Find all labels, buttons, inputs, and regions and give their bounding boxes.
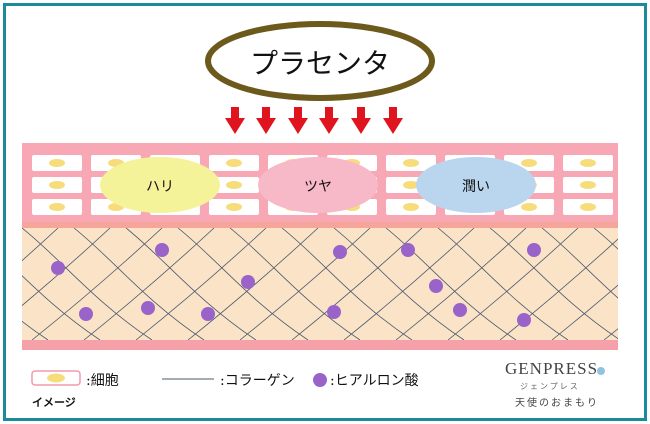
hyaluronic-dot	[327, 305, 341, 319]
cell-nucleus	[403, 203, 419, 211]
dermis-top-band	[22, 222, 618, 228]
cell-nucleus	[521, 203, 537, 211]
cell-nucleus	[226, 181, 242, 189]
cell-nucleus	[226, 159, 242, 167]
logo-name: GENPRESS	[505, 359, 599, 378]
legend-hyaluronic-label: :ヒアルロン酸	[330, 373, 419, 389]
collagen-fiber	[135, 228, 267, 340]
collagen-fiber	[239, 228, 371, 340]
collagen-fiber	[395, 228, 527, 340]
cell-nucleus	[403, 159, 419, 167]
hyaluronic-dot	[401, 243, 415, 257]
collagen-fiber	[593, 228, 618, 250]
down-arrow-icon	[256, 107, 276, 134]
down-arrow-icon	[225, 107, 245, 134]
arrow-group	[225, 107, 403, 134]
collagen-fiber	[31, 228, 163, 340]
hyaluronic-dot	[141, 301, 155, 315]
collagen-fiber	[551, 284, 618, 340]
cell-nucleus	[580, 159, 596, 167]
caption-text: イメージ	[32, 396, 76, 409]
collagen-fiber	[291, 228, 423, 340]
collagen-fiber	[177, 228, 309, 340]
collagen-fiber	[22, 228, 153, 340]
cell-nucleus	[49, 203, 65, 211]
effect-bubble-hari	[100, 157, 220, 213]
collagen-fiber	[0, 228, 6, 340]
collagen-fiber	[499, 238, 618, 340]
collagen-fiber	[22, 228, 59, 262]
effect-bubble-tsuya	[258, 157, 378, 213]
collagen-fiber	[447, 228, 579, 340]
collagen-fiber	[281, 228, 413, 340]
hyaluronic-dots	[51, 243, 541, 327]
collagen-fiber	[489, 228, 618, 340]
collagen-fibers	[0, 228, 650, 340]
hyaluronic-dot	[517, 313, 531, 327]
legend-hyaluronic-dot	[313, 373, 327, 387]
cell-nucleus	[226, 203, 242, 211]
down-arrow-icon	[351, 107, 371, 134]
hyaluronic-dot	[333, 245, 347, 259]
collagen-fiber	[83, 228, 215, 340]
effect-label-tsuya: ツヤ	[304, 179, 332, 195]
cell-nucleus	[521, 159, 537, 167]
down-arrow-icon	[383, 107, 403, 134]
dermis-bottom-band	[22, 340, 618, 350]
collagen-fiber	[646, 228, 650, 340]
title-text: プラセンタ	[249, 47, 390, 80]
collagen-fiber	[385, 228, 517, 340]
legend-collagen-label: :コラーゲン	[220, 373, 295, 389]
collagen-fiber	[22, 320, 49, 340]
cell-nucleus	[403, 181, 419, 189]
hyaluronic-dot	[155, 243, 169, 257]
legend-cell-label: :細胞	[86, 373, 119, 389]
cell-nucleus	[49, 159, 65, 167]
collagen-fiber	[437, 228, 569, 340]
hyaluronic-dot	[51, 261, 65, 275]
hyaluronic-dot	[241, 275, 255, 289]
cell-nucleus	[49, 181, 65, 189]
logo-mark-icon	[597, 367, 605, 375]
effect-label-hari: ハリ	[146, 179, 174, 195]
collagen-fiber	[343, 228, 475, 340]
down-arrow-icon	[319, 107, 339, 134]
hyaluronic-dot	[453, 303, 467, 317]
hyaluronic-dot	[429, 279, 443, 293]
effect-label-uruoi: 潤い	[462, 179, 490, 195]
hyaluronic-dot	[79, 307, 93, 321]
collagen-fiber	[541, 228, 618, 299]
cell-nucleus	[580, 203, 596, 211]
collagen-fiber	[187, 228, 319, 340]
dermis-layer	[22, 225, 618, 343]
cell-nucleus	[580, 181, 596, 189]
collagen-fiber	[333, 228, 465, 340]
collagen-fiber	[73, 228, 205, 340]
collagen-fiber	[125, 228, 257, 340]
title-ellipse	[205, 21, 435, 101]
down-arrow-icon	[288, 107, 308, 134]
logo-subtitle: 天使のおまもり	[515, 398, 599, 409]
logo-kana: ジェンプレス	[520, 382, 580, 391]
effect-bubble-uruoi	[416, 157, 536, 213]
hyaluronic-dot	[527, 243, 541, 257]
legend-cell-nucleus	[47, 373, 65, 383]
collagen-fiber	[229, 228, 361, 340]
hyaluronic-dot	[201, 307, 215, 321]
collagen-fiber	[22, 275, 101, 340]
collagen-fiber	[22, 228, 111, 307]
